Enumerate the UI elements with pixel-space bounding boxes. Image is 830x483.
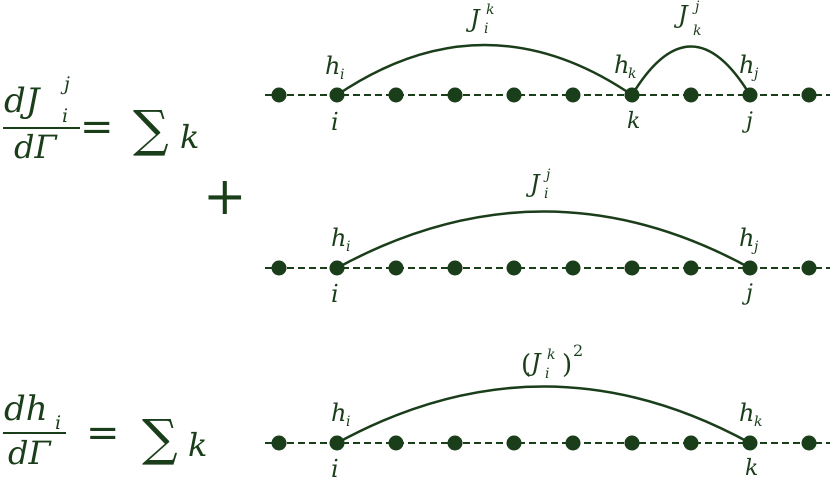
arc-label-open-paren: ( xyxy=(521,350,531,380)
field-label-hi: h xyxy=(331,399,346,427)
field-label-hj: h xyxy=(739,51,754,79)
field-label-hi: h xyxy=(331,224,346,252)
field-denominator: dΓ xyxy=(8,434,52,472)
arc-label-J-ik: J xyxy=(465,5,481,33)
site-node xyxy=(683,435,699,451)
arc-label-J-ik-sub: i xyxy=(484,21,488,37)
site-node xyxy=(329,435,345,451)
arc-label-J-ik-sup: k xyxy=(547,347,555,363)
site-node xyxy=(624,435,640,451)
diagram-3: i k h i h k ( J k i ) 2 xyxy=(265,341,830,483)
site-node xyxy=(742,435,758,451)
arc-label-J-kj-sub: k xyxy=(693,23,701,39)
site-label-j: j xyxy=(741,281,753,306)
field-label-hk-sub: k xyxy=(628,66,636,82)
site-node xyxy=(624,260,640,276)
field-sum-symbol: ∑ xyxy=(142,409,178,467)
site-node xyxy=(271,435,287,451)
arc-label-J-ij: J xyxy=(525,170,541,198)
site-node xyxy=(742,260,758,276)
field-label-hk: h xyxy=(739,399,754,427)
coupling-sum-symbol: ∑ xyxy=(133,100,169,158)
site-node xyxy=(801,87,817,103)
site-node xyxy=(329,87,345,103)
field-label-hj-sub: j xyxy=(751,66,759,82)
site-node xyxy=(683,87,699,103)
site-node xyxy=(624,87,640,103)
field-label-hi-sub: i xyxy=(346,414,350,430)
field-sum-index: k xyxy=(188,426,207,464)
coupling-arc-kj xyxy=(630,45,752,96)
coupling-derivative: dJ j i dΓ xyxy=(3,73,80,166)
site-label-i: i xyxy=(331,108,339,136)
site-node xyxy=(271,87,287,103)
site-node xyxy=(506,87,522,103)
site-label-i: i xyxy=(331,280,339,308)
site-node xyxy=(742,87,758,103)
coupling-numerator: dJ xyxy=(4,81,42,121)
site-node xyxy=(388,87,404,103)
field-label-hj: h xyxy=(739,224,754,252)
coupling-sum-index: k xyxy=(180,118,199,156)
arc-label-J-kj-sup: j xyxy=(692,0,700,15)
diagram-2: i j h i h j J j i xyxy=(265,167,830,308)
field-label-hi: h xyxy=(325,52,340,80)
coupling-numerator-sub: i xyxy=(62,105,68,127)
arc-label-close-paren: ) xyxy=(562,350,572,380)
field-label-hk-sub: k xyxy=(754,414,762,430)
site-node xyxy=(271,260,287,276)
chain-sites xyxy=(271,435,817,451)
site-node xyxy=(447,260,463,276)
site-label-j: j xyxy=(741,109,753,134)
arc-label-J-ik-sub: i xyxy=(545,366,549,382)
field-label-hi-sub: i xyxy=(346,239,350,255)
site-node xyxy=(388,260,404,276)
site-label-i: i xyxy=(331,455,339,483)
site-node xyxy=(447,435,463,451)
coupling-equals: = xyxy=(80,104,114,150)
site-node xyxy=(565,435,581,451)
plus-sign: + xyxy=(203,167,247,227)
field-label-hk: h xyxy=(614,51,629,79)
field-numerator: dh xyxy=(4,389,48,429)
coupling-arc-ik xyxy=(336,385,751,445)
diagram-1: i k j h i h k h j J k i J j k xyxy=(265,0,830,136)
site-label-k: k xyxy=(627,109,640,134)
site-node xyxy=(447,87,463,103)
chain-sites xyxy=(271,87,817,103)
field-label-hj-sub: j xyxy=(751,239,759,255)
coupling-numerator-sup: j xyxy=(60,73,70,95)
site-node xyxy=(801,435,817,451)
site-node xyxy=(388,435,404,451)
site-node xyxy=(565,87,581,103)
coupling-denominator: dΓ xyxy=(14,128,58,166)
site-node xyxy=(683,260,699,276)
site-node xyxy=(329,260,345,276)
site-node xyxy=(565,260,581,276)
coupling-arc-ij xyxy=(336,210,751,270)
site-node xyxy=(506,435,522,451)
field-derivative: dh i dΓ xyxy=(3,389,66,472)
site-label-k: k xyxy=(745,456,758,481)
arc-label-J-ij-sub: i xyxy=(544,186,548,202)
field-label-hi-sub: i xyxy=(340,67,344,83)
arc-label-J-ij-sup: j xyxy=(543,167,551,183)
coupling-arc-ik xyxy=(336,43,633,97)
arc-label-J-ik-sup: k xyxy=(486,2,494,18)
chain-sites xyxy=(271,260,817,276)
field-numerator-sub: i xyxy=(55,412,61,434)
arc-label-power: 2 xyxy=(573,341,583,360)
site-node xyxy=(801,260,817,276)
site-node xyxy=(506,260,522,276)
arc-label-J-kj: J xyxy=(673,1,689,29)
field-equals: = xyxy=(86,410,120,456)
